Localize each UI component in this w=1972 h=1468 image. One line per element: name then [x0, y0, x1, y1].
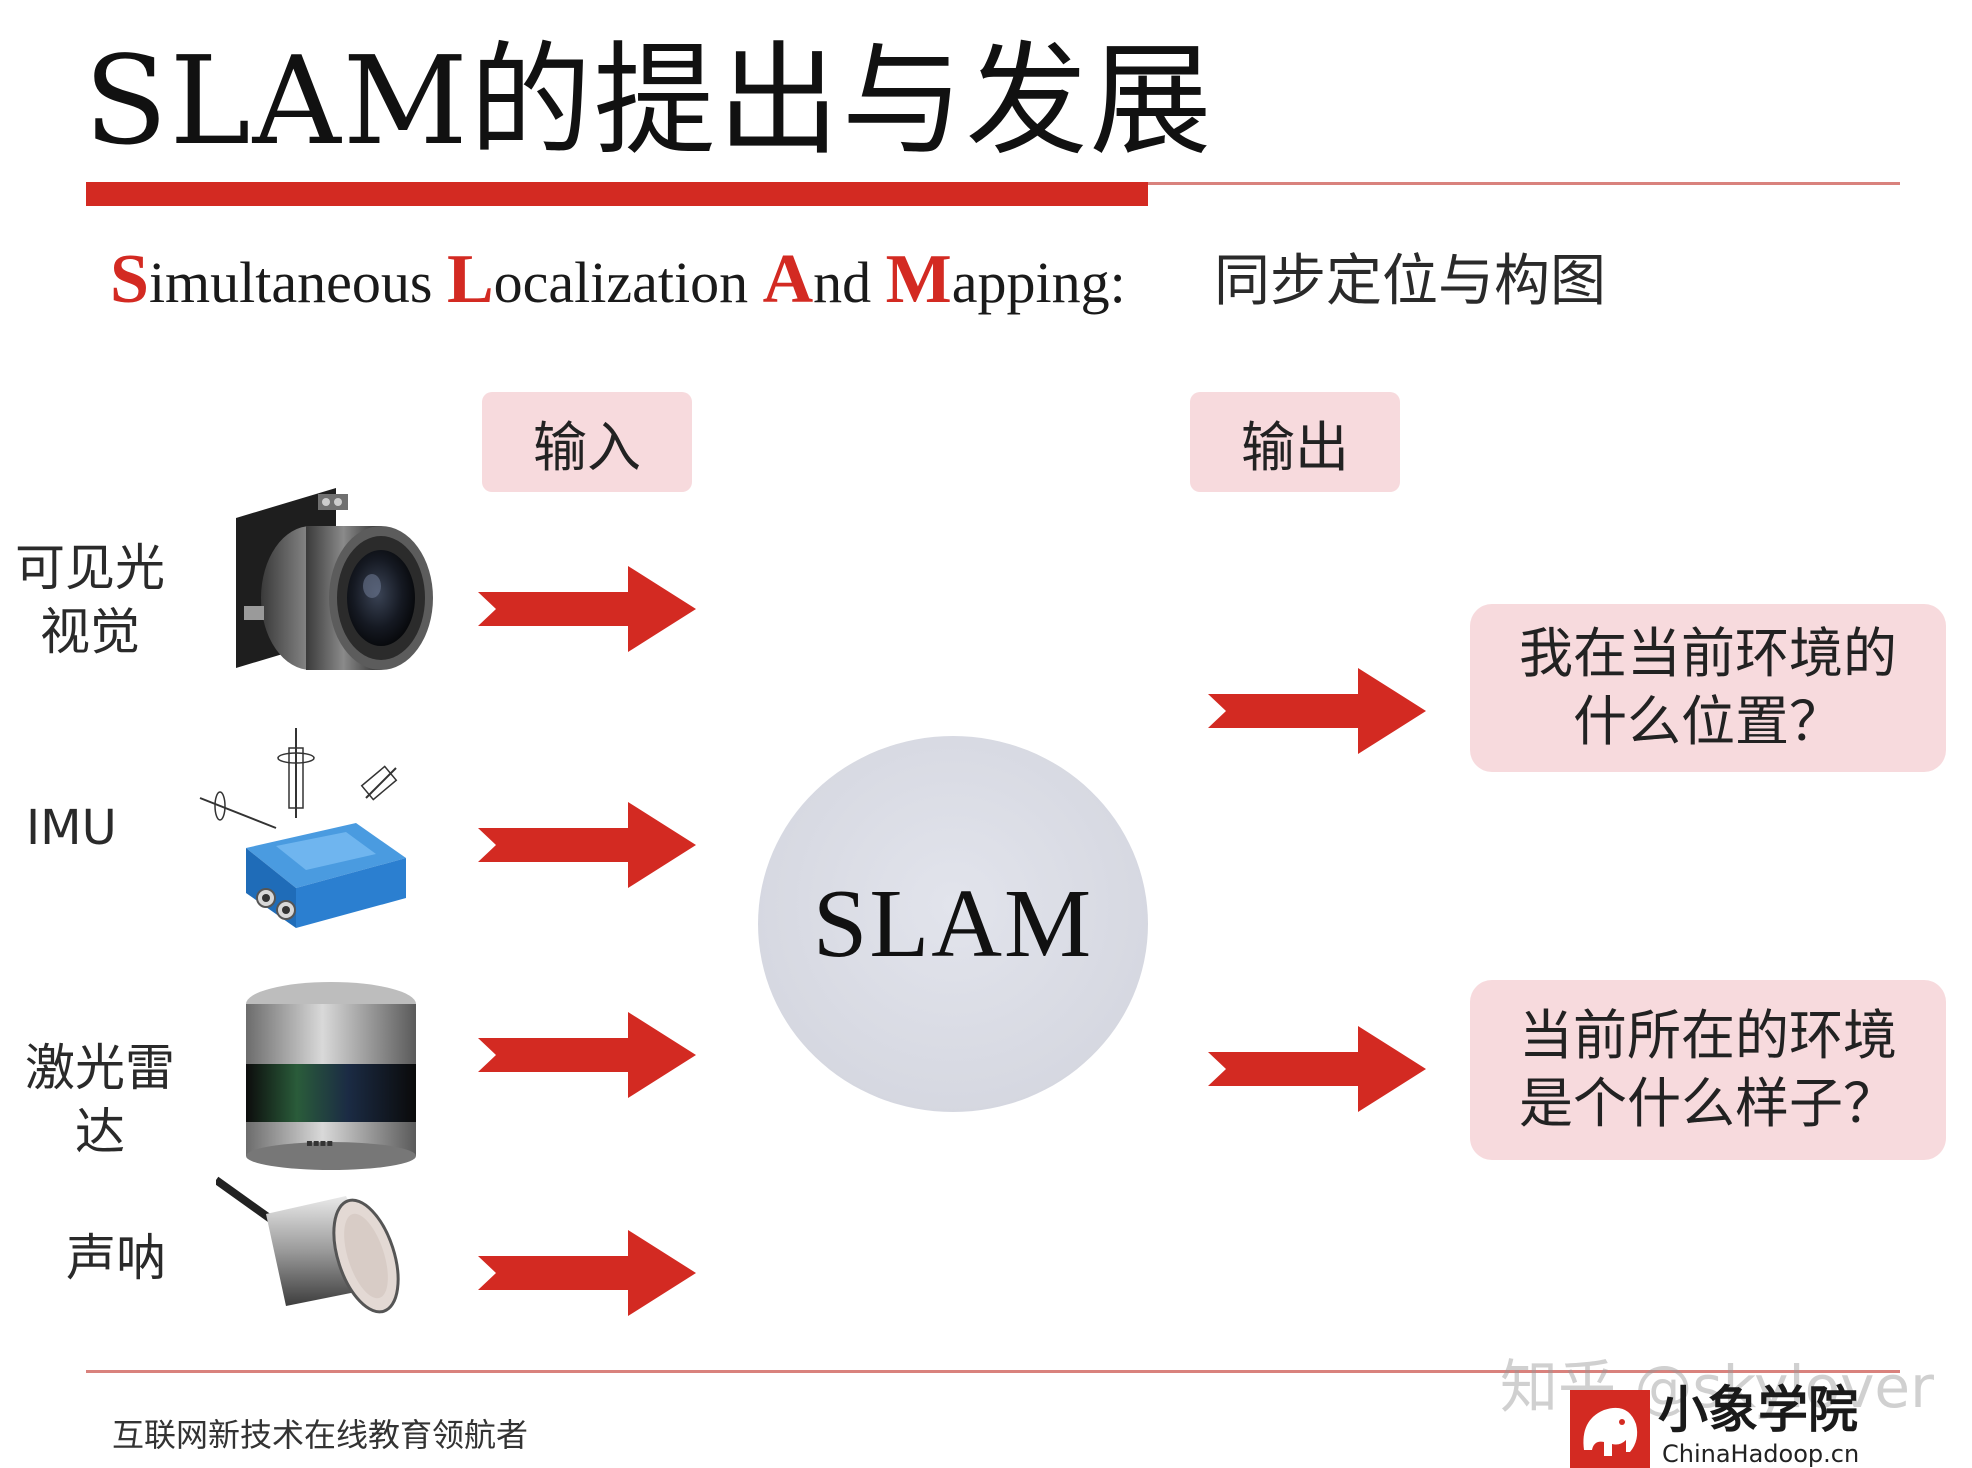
output-question-environment: 当前所在的环境 是个什么样子？ [1470, 980, 1946, 1160]
sensor-label-sonar: 声呐 [66, 1229, 166, 1287]
output-question-line: 当前所在的环境 [1519, 1004, 1897, 1067]
imu-image [199, 728, 406, 928]
output-question-location: 我在当前环境的 什么位置？ [1470, 604, 1946, 772]
slide-title: SLAM的提出与发展 [84, 30, 1214, 172]
output-question-line: 什么位置？ [1573, 690, 1843, 753]
sensor-label-line: 达 [75, 1103, 125, 1161]
lidar-image: ▪▪▪▪ [246, 982, 416, 1170]
slam-core-circle: SLAM [758, 736, 1148, 1112]
slam-core-label: SLAM [812, 870, 1094, 978]
camera-image [236, 488, 433, 670]
subtitle-chinese: 同步定位与构图 [1214, 249, 1606, 314]
input-arrow-visual [478, 566, 696, 652]
slam-acronym-expansion: Simultaneous Localization And Mapping: [110, 240, 1126, 320]
output-question-line: 我在当前环境的 [1519, 622, 1897, 685]
output-question-line: 是个什么样子？ [1519, 1072, 1897, 1135]
footer-slogan: 互联网新技术在线教育领航者 [112, 1416, 529, 1454]
acronym-word-rest: nd [813, 250, 886, 315]
svg-text:▪▪▪▪: ▪▪▪▪ [306, 1138, 333, 1149]
title-underline-thin [1148, 182, 1900, 185]
sensor-label-line: 激光雷 [25, 1039, 175, 1097]
input-tag: 输入 [482, 392, 692, 492]
sensor-label-visual: 可见光 视觉 [10, 536, 170, 664]
sensor-label-lidar: 激光雷 达 [20, 1036, 180, 1164]
acronym-letter-s: S [110, 241, 149, 318]
elephant-logo-icon [1570, 1390, 1650, 1468]
acronym-word-rest: ocalization [493, 250, 763, 315]
logo-text: 小象学院 [1658, 1381, 1858, 1439]
acronym-letter-a: A [762, 241, 814, 318]
footer-divider [86, 1370, 1900, 1373]
output-arrow-environment [1208, 1026, 1426, 1112]
sonar-image [216, 1176, 400, 1314]
sensor-label-line: 可见光 [15, 539, 165, 597]
sensor-label-imu: IMU [26, 800, 117, 856]
output-arrow-location [1208, 668, 1426, 754]
acronym-letter-l: L [446, 241, 494, 318]
acronym-letter-m: M [885, 241, 952, 318]
logo-domain: ChinaHadoop.cn [1662, 1440, 1860, 1468]
title-underline-thick [86, 182, 1148, 206]
sensor-label-line: 视觉 [40, 603, 140, 661]
input-arrow-imu [478, 802, 696, 888]
input-arrow-sonar [478, 1230, 696, 1316]
output-tag: 输出 [1190, 392, 1400, 492]
acronym-word-rest: imultaneous [148, 250, 447, 315]
acronym-word-rest: apping: [951, 250, 1126, 315]
input-arrow-lidar [478, 1012, 696, 1098]
